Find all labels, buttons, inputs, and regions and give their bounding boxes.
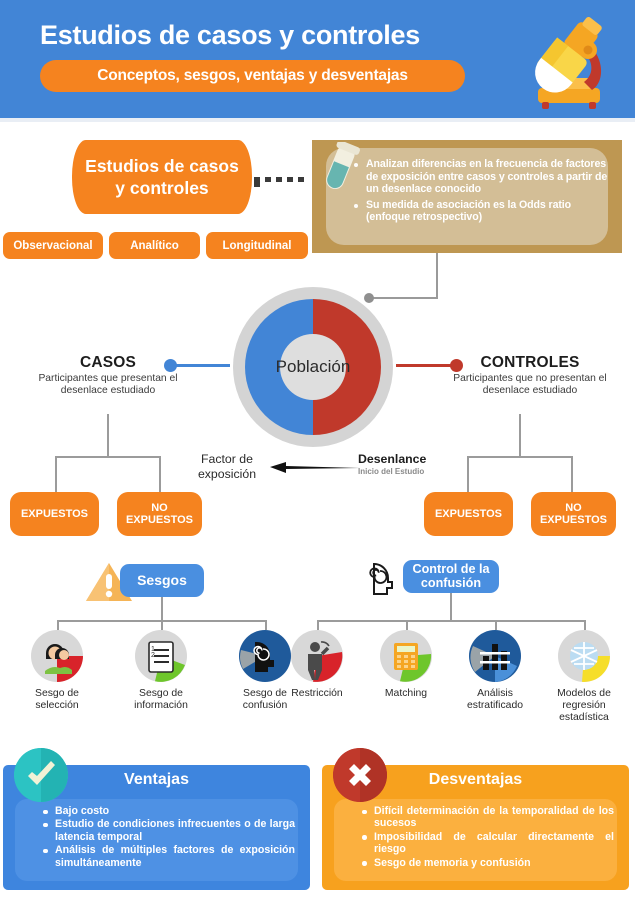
confusion-bar [317, 620, 585, 622]
callout-leader-horizontal [372, 297, 438, 299]
desventajas-title: Desventajas [428, 771, 523, 788]
sesgo-confusion-label: Sesgo de confusión [242, 688, 288, 712]
confusion-drop-4 [584, 620, 586, 630]
sesgo-seleccion-label: Sesgo de selección [35, 688, 79, 712]
test-tube-icon [326, 142, 360, 190]
sesgo-informacion-label: Sesgo de información [134, 688, 188, 712]
sesgos-heading: Sesgos [120, 564, 204, 597]
ventajas-list: Bajo costo Estudio de condiciones infrec… [43, 805, 295, 870]
sesgos-drop-3 [265, 620, 267, 630]
list-item: Imposibilidad de calcular directamente e… [362, 831, 614, 856]
microscope-icon [535, 16, 602, 109]
modelos-regresion-label: Modelos de regresión estadística [557, 688, 611, 724]
donut-center-label: Población [276, 357, 351, 376]
svg-text:2: 2 [151, 652, 155, 659]
confusion-drop-2 [406, 620, 408, 630]
bar-chart-icon [469, 630, 521, 682]
list-item: Estudio de condiciones infrecuentes o de… [43, 818, 295, 843]
callout-leader-dot [364, 293, 374, 303]
ventajas-title: Ventajas [124, 771, 189, 788]
controles-leader-line [396, 364, 458, 367]
restriccion-label: Restricción [291, 688, 343, 699]
callout-bullet: Analizan diferencias en la frecuencia de… [354, 158, 612, 196]
callout-inner-panel [326, 148, 608, 245]
header-subtitle: Conceptos, sesgos, ventajas y desventaja… [97, 67, 408, 84]
casos-description: Participantes que presentan el desenlace… [38, 373, 178, 397]
controles-expuestos-pill: EXPUESTOS [424, 492, 513, 536]
outcome-sublabel: Inicio del Estudio [358, 467, 425, 476]
desventajas-list: Difícil determinación de la temporalidad… [362, 805, 614, 870]
exposure-factor-label: Factor de exposición [197, 452, 257, 481]
casos-title: CASOS [79, 354, 137, 371]
controles-block: CONTROLES Participantes que no presentan… [440, 354, 620, 398]
sesgos-drop-2 [161, 620, 163, 630]
casos-tree-bar [55, 456, 161, 458]
casos-leader-dot [164, 359, 177, 372]
confusion-drop-1 [317, 620, 319, 630]
callout-bullet: Su medida de asociación es la Odds ratio… [354, 199, 612, 224]
casos-tree-drop-left [55, 456, 57, 492]
list-item: Sesgo de memoria y confusión [362, 857, 614, 869]
population-donut-chart: Población [233, 287, 393, 447]
outcome-label: Desenlance [358, 452, 427, 466]
controles-title: CONTROLES [480, 354, 580, 371]
casos-leader-line [168, 364, 230, 367]
matching-label: Matching [384, 688, 428, 699]
list-item: Difícil determinación de la temporalidad… [362, 805, 614, 830]
desventajas-panel: Desventajas Difícil determinación de la … [322, 765, 629, 890]
person-stop-icon [291, 630, 343, 682]
donut-slice-casos [245, 299, 313, 435]
two-people-icon [31, 630, 83, 682]
controles-tree-drop-right [571, 456, 573, 492]
casos-expuestos-pill: EXPUESTOS [10, 492, 99, 536]
header-banner: Estudios de casos y controles Conceptos,… [0, 0, 635, 118]
controles-description: Participantes que no presentan el desenl… [453, 373, 607, 397]
donut-slice-controles [313, 299, 381, 435]
confusion-drop-3 [495, 620, 497, 630]
tag-group: Observacional Analítico Longitudinal [3, 232, 313, 259]
controles-tree-bar [467, 456, 573, 458]
checklist-icon: 1 2 [135, 630, 187, 682]
head-spiral-icon [239, 630, 291, 682]
x-circle-icon [333, 748, 387, 802]
callout-bullet-list: Analizan diferencias en la frecuencia de… [354, 158, 612, 227]
outcome-block: Desenlance Inicio del Estudio [358, 452, 450, 476]
callout-leader-vertical [436, 253, 438, 299]
casos-block: CASOS Participantes que presentan el des… [20, 354, 196, 398]
definition-callout: Analizan diferencias en la frecuencia de… [312, 140, 622, 253]
header-divider [0, 118, 635, 122]
controles-tree-drop-left [467, 456, 469, 492]
head-spiral-icon [369, 562, 393, 595]
controles-leader-dot [450, 359, 463, 372]
header-subtitle-pill: Conceptos, sesgos, ventajas y desventaja… [40, 60, 465, 92]
tag-observacional: Observacional [3, 232, 103, 259]
controles-tree-stem [519, 414, 521, 456]
ventajas-body: Bajo costo Estudio de condiciones infrec… [15, 799, 298, 881]
control-confusion-heading: Control de la confusión [403, 560, 499, 593]
ventajas-panel: Ventajas Bajo costo Estudio de condicion… [3, 765, 310, 890]
dotted-connector [254, 177, 314, 187]
casos-tree-stem [107, 414, 109, 456]
check-circle-icon [14, 748, 68, 802]
svg-text:1: 1 [151, 646, 155, 653]
list-item: Análisis de múltiples factores de exposi… [43, 844, 295, 869]
sesgos-drop-1 [57, 620, 59, 630]
desventajas-body: Difícil determinación de la temporalidad… [334, 799, 617, 881]
sesgos-stem [161, 597, 163, 620]
network-icon [558, 630, 610, 682]
analisis-estratificado-label: Análisis estratificado [466, 688, 524, 712]
list-item: Bajo costo [43, 805, 295, 817]
page-title: Estudios de casos y controles [40, 20, 420, 50]
tag-analitico: Analítico [109, 232, 200, 259]
tag-longitudinal: Longitudinal [206, 232, 308, 259]
left-arrow-icon [270, 462, 360, 473]
calculator-icon [380, 630, 432, 682]
confusion-stem [450, 593, 452, 620]
casos-tree-drop-right [159, 456, 161, 492]
